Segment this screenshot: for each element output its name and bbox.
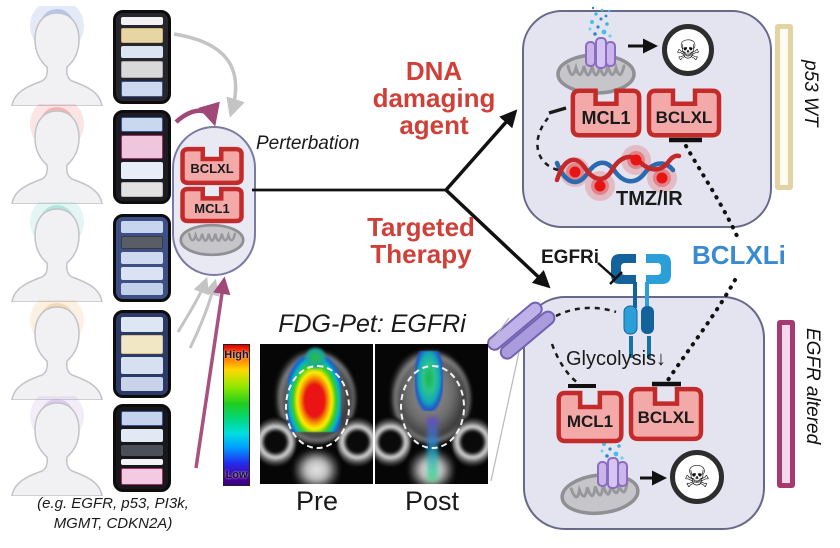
egfr-receptor-icon (611, 254, 671, 358)
uptake-streak (426, 416, 439, 482)
pet-callout-line2 (490, 351, 520, 482)
scan-snout (293, 450, 340, 484)
pet-callout-line1 (488, 317, 510, 346)
egfri-inhibition-line (597, 262, 617, 280)
barcode-band (121, 236, 163, 249)
pet-scan-post (375, 344, 488, 484)
barcode-band (121, 135, 163, 160)
pet-color-scale: High Low (223, 344, 250, 486)
cohort-arrow-gray-top (173, 32, 245, 118)
barcode-band (121, 17, 163, 26)
apoptosis-pore-icon (597, 457, 628, 489)
egfrcell-mcl1-receptor: MCL1 (556, 390, 624, 444)
patient-silhouette-icon (11, 97, 103, 205)
cytochrome-release-icon (588, 6, 612, 43)
tumor-roi-dashed-ellipse (399, 365, 465, 449)
mcl1-tbar-top (548, 106, 567, 115)
glucose-transporter-icon (487, 301, 556, 360)
barcode-band (121, 377, 163, 391)
barcode-band (121, 117, 163, 133)
barcode-band (121, 428, 163, 442)
barcode-band (121, 445, 163, 457)
damaged-dna-icon (554, 145, 682, 201)
perturbation-label: Perterbation (256, 133, 360, 154)
egfr-altered-bar (777, 320, 795, 488)
cohort-arrow-magenta-bottom (194, 276, 231, 469)
p53-wt-label: p53 WT (800, 60, 821, 127)
patient-silhouette-icon (11, 293, 103, 401)
scale-low-label: Low (225, 469, 248, 481)
bclxli-dotted-bottom (666, 278, 737, 382)
dna-damaging-agent-label: DNA damaging agent (372, 56, 496, 141)
cohort-arrow-gray-bottom2 (188, 278, 220, 349)
tumor-uptake-nub (305, 346, 326, 370)
glycolysis-label: Glycolysis↓ (566, 348, 667, 370)
egfri-label: EGFRi (541, 247, 600, 268)
pet-scan-pre (260, 344, 373, 484)
egfr-altered-label: EGFR altered (802, 328, 823, 445)
barcode-band (121, 317, 163, 332)
p53cell-mcl1-receptor: MCL1 (570, 88, 642, 138)
patient-head-4 (2, 293, 112, 401)
barcode-band (121, 334, 163, 354)
barcode-band (121, 267, 163, 280)
dna-damage-arrow (444, 109, 518, 192)
skull-icon: ☠ (662, 24, 714, 76)
egfrcell-bclxl-receptor: BCLXL (628, 386, 704, 442)
genomic-barcode-5 (113, 404, 171, 492)
egfri-tbar (609, 271, 623, 285)
pill-bclxl-receptor: BCLXL (180, 147, 244, 185)
barcode-band (121, 468, 163, 485)
barcode-band (121, 45, 163, 59)
pre-label: Pre (295, 486, 339, 516)
barcode-band (121, 251, 163, 265)
barcode-band (121, 28, 163, 43)
patient-silhouette-icon (11, 389, 103, 497)
barcode-band (121, 282, 163, 296)
targeted-therapy-arrow (444, 188, 551, 289)
scale-high-label: High (224, 349, 249, 361)
mcl1-inhibition-dashed (550, 343, 581, 386)
post-label: Post (404, 486, 460, 516)
patient-head-1 (2, 0, 112, 107)
barcode-band (121, 80, 163, 98)
patient-head-5 (2, 389, 112, 497)
patient-head-3 (2, 195, 112, 303)
pill-mcl1-receptor: MCL1 (180, 187, 244, 223)
genomic-barcode-2 (113, 110, 171, 204)
barcode-band (121, 61, 163, 78)
cohort-arrow-magenta-top (174, 101, 220, 127)
barcode-band (121, 459, 163, 466)
tmz-ir-label: TMZ/IR (616, 188, 683, 210)
barcode-band (121, 411, 163, 426)
tumor-roi-dashed-ellipse (284, 365, 350, 449)
skull-icon: ☠ (670, 450, 724, 504)
bclxli-dotted-top (684, 144, 739, 238)
genomic-barcode-1 (113, 10, 171, 104)
genomic-barcode-3 (113, 214, 171, 302)
patient-silhouette-icon (11, 195, 103, 303)
genomic-barcode-4 (113, 310, 171, 398)
barcode-band (121, 221, 163, 234)
p53cell-bclxl-receptor: BCLXL (646, 88, 722, 138)
patient-head-2 (2, 97, 112, 205)
targeted-therapy-label: Targeted Therapy (367, 212, 475, 270)
apoptosis-pore-icon (585, 37, 616, 69)
transporter-receptor-dashed (555, 306, 617, 318)
p53-wt-bar (775, 24, 793, 190)
gene-examples-caption: (e.g. EGFR, p53, PI3k, MGMT, CDKN2A) (37, 495, 189, 532)
mitochondria-icon (179, 223, 245, 257)
barcode-band (121, 162, 163, 179)
patient-silhouette-icon (11, 0, 103, 107)
barcode-band (121, 356, 163, 375)
bclxli-label: BCLXLi (692, 240, 786, 270)
barcode-band (121, 181, 163, 197)
pet-title: FDG-Pet: EGFRi (278, 310, 466, 338)
